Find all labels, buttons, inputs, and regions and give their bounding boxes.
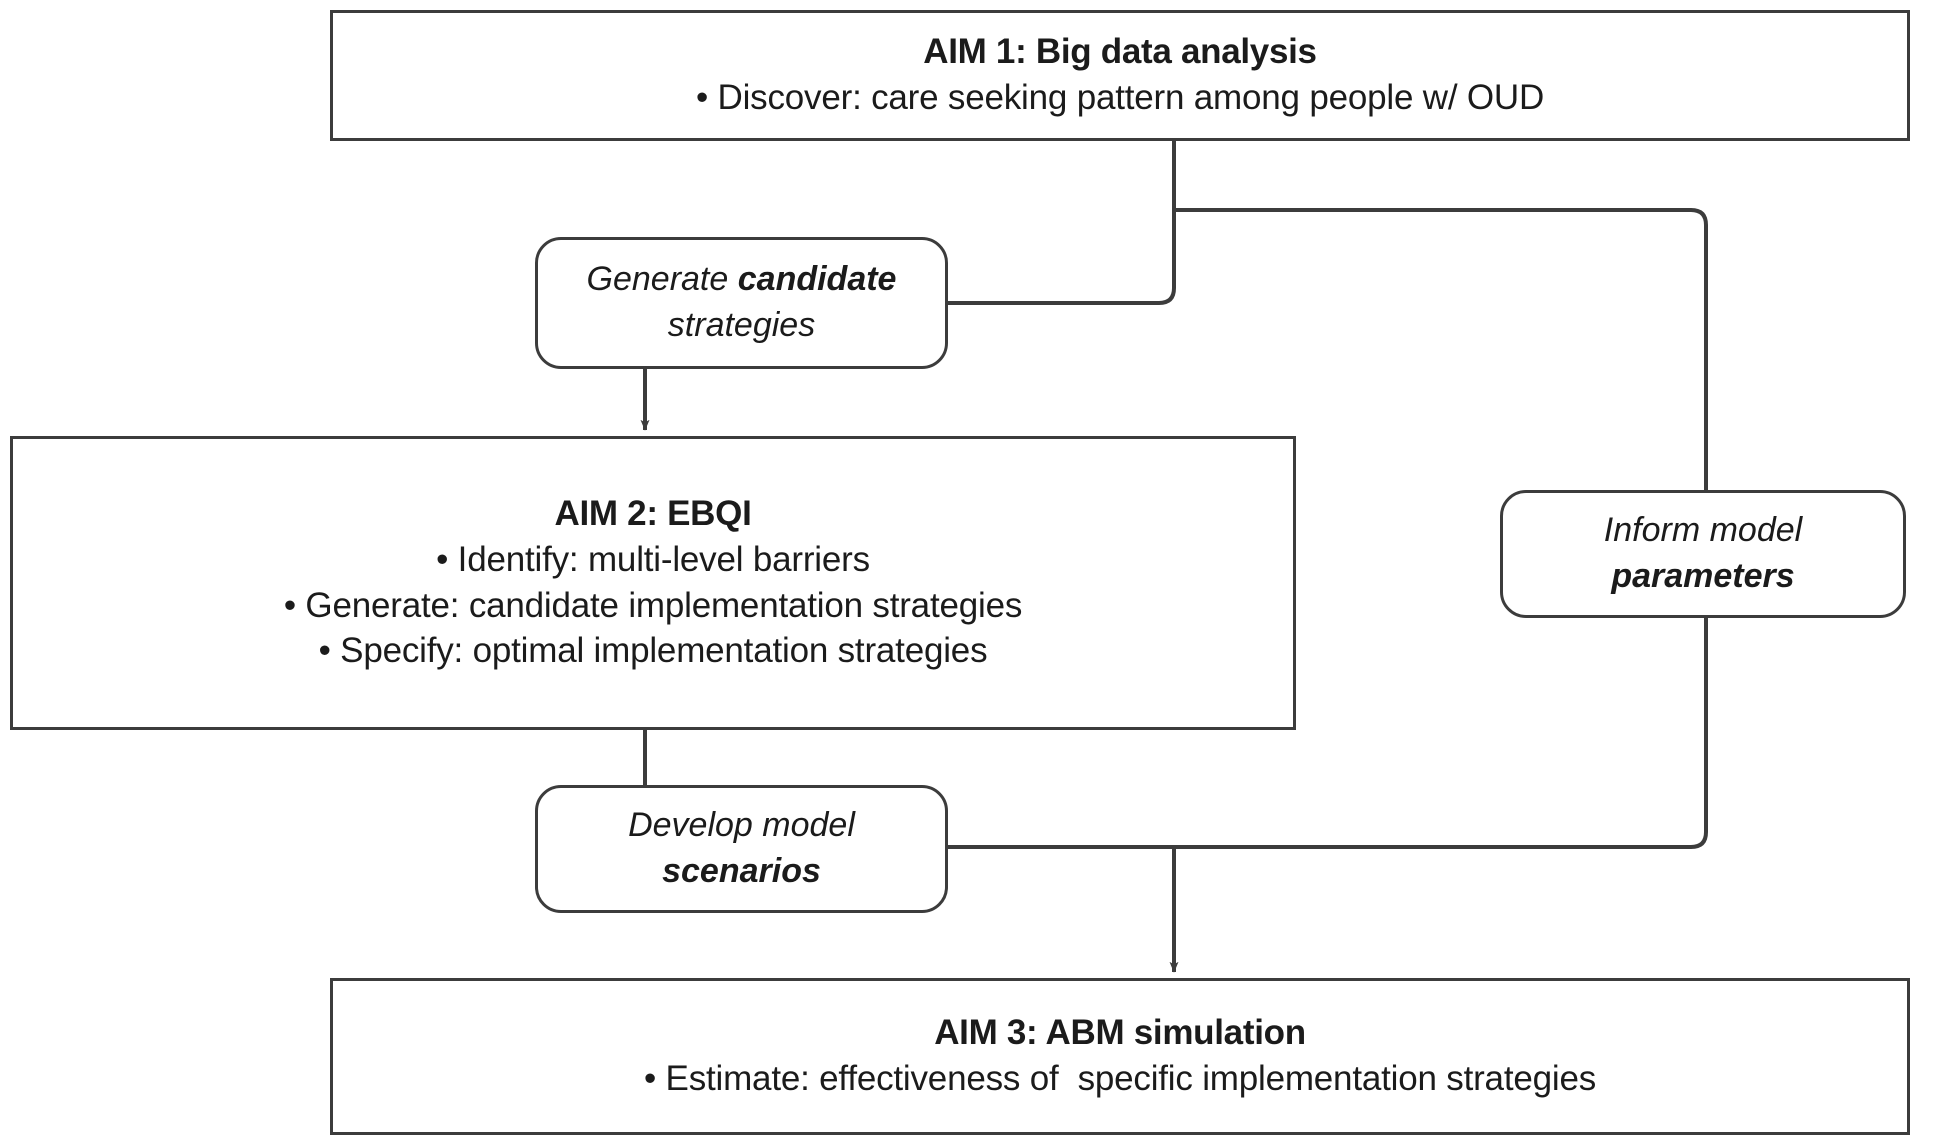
generate-line-1-strong: candidate <box>737 260 897 299</box>
aim3-bullet-0: • Estimate: effectiveness of specific im… <box>643 1059 1597 1099</box>
aim2-bullet-1: • Generate: candidate implementation str… <box>283 585 1023 625</box>
generate-line-1-plain: Generate <box>586 260 738 299</box>
generate-line-1: Generate candidate <box>587 257 897 303</box>
aim1-bullet-0: • Discover: care seeking pattern among p… <box>695 78 1545 118</box>
aim2-title: AIM 2: EBQI <box>554 494 752 534</box>
inform-line-1: Inform model <box>1604 508 1802 554</box>
wire-aim1-to-generate <box>948 141 1176 305</box>
aim3-title: AIM 3: ABM simulation <box>934 1013 1306 1053</box>
inform-line-2: parameters <box>1611 554 1794 600</box>
generate-candidate-strategies-node[interactable]: Generate candidate strategies <box>535 237 948 369</box>
generate-line-2: strategies <box>668 303 815 349</box>
develop-line-1-plain: Develop model <box>628 806 855 845</box>
aim2-bullet-2: • Specify: optimal implementation strate… <box>318 631 988 671</box>
inform-line-2-strong: parameters <box>1611 557 1795 595</box>
develop-line-2-strong: scenarios <box>662 852 821 890</box>
aim3-box: AIM 3: ABM simulation • Estimate: effect… <box>330 978 1910 1135</box>
inform-model-parameters-node[interactable]: Inform model parameters <box>1500 490 1906 618</box>
develop-line-1: Develop model <box>628 803 855 849</box>
aim1-box: AIM 1: Big data analysis • Discover: car… <box>330 10 1910 141</box>
develop-line-2: scenarios <box>662 849 821 895</box>
aim2-box: AIM 2: EBQI • Identify: multi-level barr… <box>10 436 1296 730</box>
aim1-title: AIM 1: Big data analysis <box>923 32 1317 72</box>
aim2-bullet-0: • Identify: multi-level barriers <box>436 540 870 580</box>
develop-model-scenarios-node[interactable]: Develop model scenarios <box>535 785 948 913</box>
inform-line-1-plain: Inform model <box>1603 511 1803 550</box>
generate-line-2-plain: strategies <box>667 306 816 344</box>
